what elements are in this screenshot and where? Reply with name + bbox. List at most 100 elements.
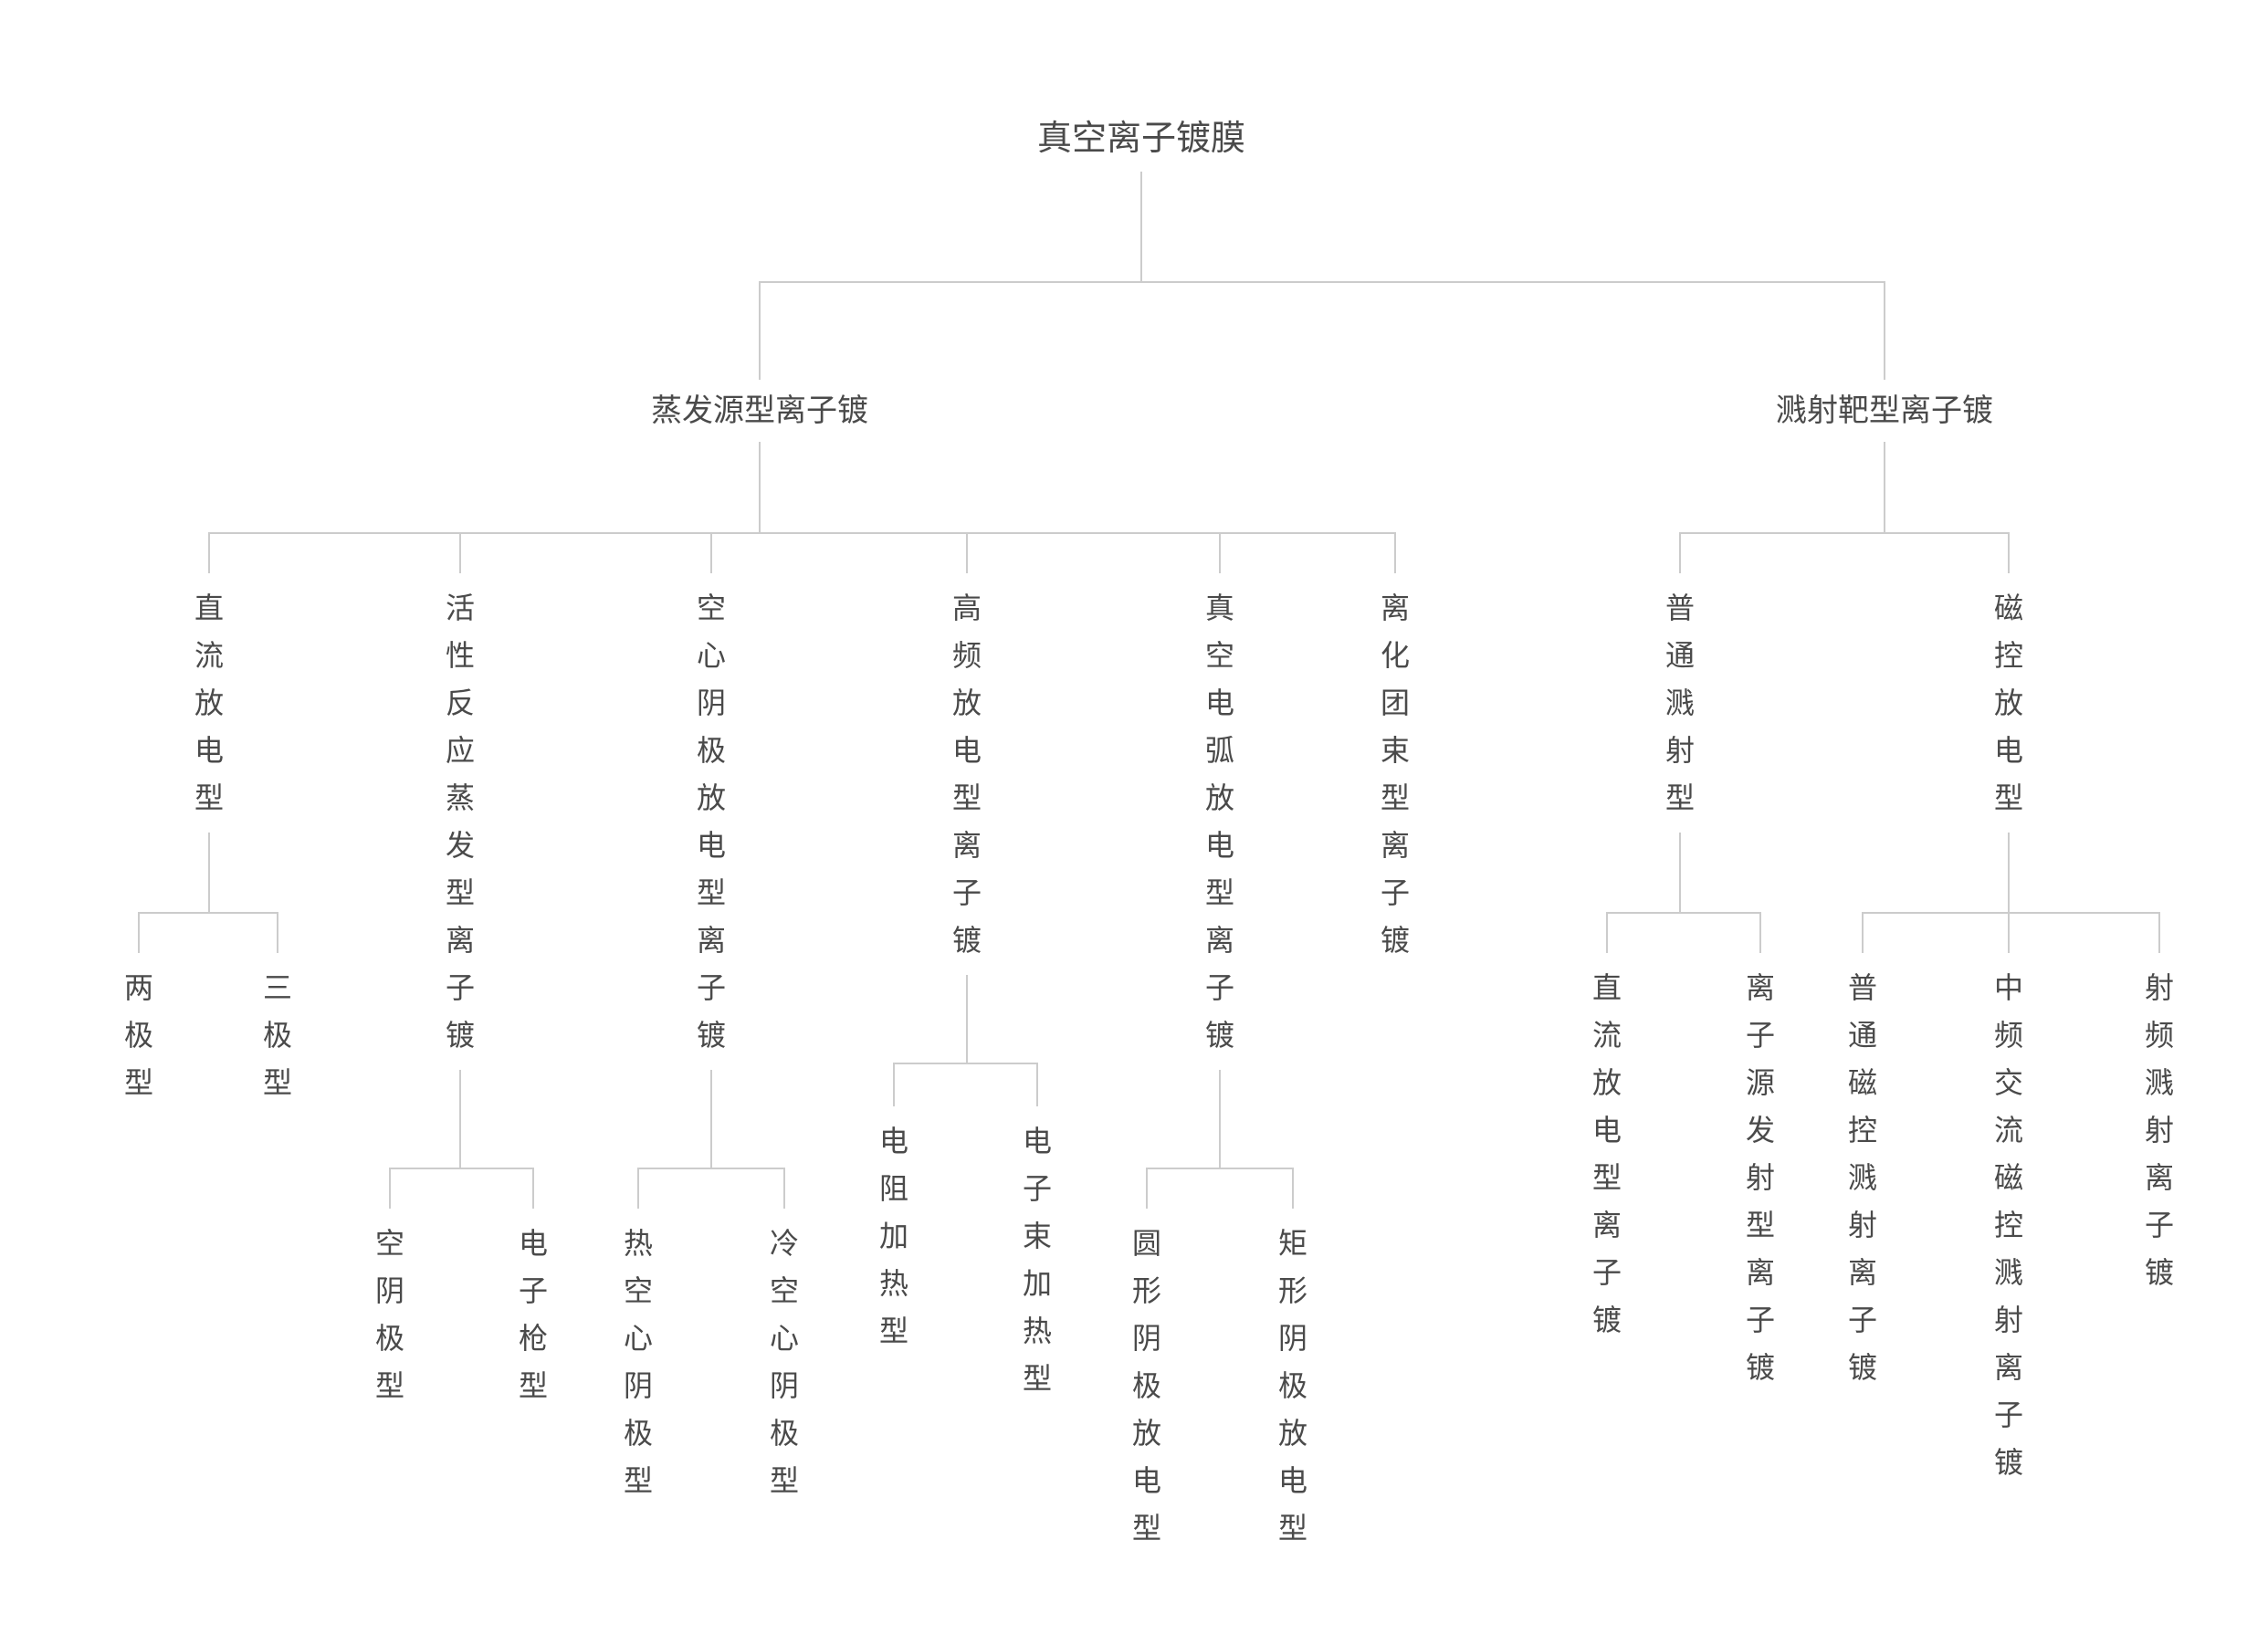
tree-node-char: 子 (1745, 1019, 1776, 1052)
tree-node-char: 控 (1993, 1209, 2024, 1241)
tree-node-char: 型 (1131, 1512, 1162, 1545)
tree-node-char: 子 (518, 1274, 549, 1307)
tree-node-char: 型 (951, 781, 982, 814)
tree-node: 直流放电型离子镀 (1592, 964, 1622, 1344)
tree-node: 普通溅射型 (1665, 584, 1695, 822)
tree-node-char: 型 (696, 876, 727, 909)
tree-node: 空阴极型 (375, 1220, 404, 1409)
tree-node-char: 阴 (696, 686, 727, 719)
tree-node-char: 磁 (1993, 592, 2024, 624)
tree-node-char: 型 (1745, 1209, 1776, 1241)
tree-node: 中频交流磁控溅射离子镀 (1994, 964, 2023, 1486)
tree-node-char: 束 (1380, 734, 1411, 767)
tree-node-char: 阴 (1277, 1322, 1308, 1355)
connector-line-vertical (1140, 172, 1142, 282)
tree-node-char: 极 (1277, 1369, 1308, 1402)
tree-node-char: 型 (1591, 1161, 1622, 1194)
tree-node: 高频放电型离子镀 (952, 584, 982, 964)
tree-node-char: 溅 (1847, 1161, 1878, 1194)
tree-node-char: 两 (123, 971, 154, 1004)
tree-node-char: 电 (951, 734, 982, 767)
tree-node-char: 型 (1993, 781, 2024, 814)
tree-node-char: 溅 (1993, 1256, 2024, 1289)
connector-line-vertical (389, 1168, 391, 1209)
tree-node-char: 射 (1847, 1209, 1878, 1241)
tree-node-char: 离 (445, 924, 476, 957)
tree-node: 矩形阴极放电型 (1278, 1220, 1307, 1552)
connector-line-vertical (532, 1168, 534, 1209)
connector-line-horizontal (138, 912, 278, 914)
tree-node-char: 三 (262, 971, 293, 1004)
tree-node-char: 化 (1380, 639, 1411, 672)
tree-node-char: 空 (374, 1227, 405, 1260)
tree-node-char: 空 (623, 1274, 654, 1307)
tree-node-char: 子 (1591, 1256, 1622, 1289)
tree-node-char: 空 (696, 592, 727, 624)
tree-node-char: 阴 (374, 1274, 405, 1307)
tree-node-char: 离 (1745, 1256, 1776, 1289)
tree-node-char: 频 (1993, 1019, 2024, 1052)
connector-line-horizontal (389, 1168, 534, 1169)
tree-node-char: 型 (518, 1369, 549, 1402)
tree-node: 离化团束型离子镀 (1381, 584, 1410, 964)
tree-node-char: 子 (1993, 1398, 2024, 1431)
tree-node-char: 极 (696, 734, 727, 767)
connector-line-vertical (208, 533, 210, 573)
tree-node-char: 流 (194, 639, 225, 672)
tree-node: 普通磁控溅射离子镀 (1848, 964, 1877, 1391)
tree-node-char: 放 (1591, 1066, 1622, 1099)
tree-node: 圆形阴极放电型 (1132, 1220, 1161, 1552)
tree-node-char: 阴 (1131, 1322, 1162, 1355)
tree-node-char: 热 (1022, 1315, 1053, 1347)
tree-node-char: 镀 (445, 1019, 476, 1052)
tree-node-char: 射 (1745, 1161, 1776, 1194)
tree-node-char: 电 (1131, 1464, 1162, 1497)
tree-node-char: 镀 (1204, 1019, 1235, 1052)
connector-line-vertical (759, 442, 761, 533)
tree-node-char: 控 (1847, 1114, 1878, 1147)
tree-node-char: 交 (1993, 1066, 2024, 1099)
tree-node-char: 应 (445, 734, 476, 767)
tree-node-char: 极 (374, 1322, 405, 1355)
tree-node-char: 电 (1022, 1125, 1053, 1157)
tree-node: 溅射靶型离子镀 (1776, 393, 1993, 428)
tree-node-char: 型 (1380, 781, 1411, 814)
tree-node-char: 溅 (2144, 1066, 2175, 1099)
tree-node-char: 型 (1664, 781, 1696, 814)
tree-node-char: 离 (1993, 1351, 2024, 1384)
tree-node-char: 子 (1022, 1172, 1053, 1205)
tree-node-char: 镀 (1380, 924, 1411, 957)
tree-node-char: 磁 (1847, 1066, 1878, 1099)
connector-line-vertical (1884, 282, 1885, 380)
tree-node-char: 活 (445, 592, 476, 624)
connector-line-vertical (710, 1070, 712, 1168)
tree-node-char: 离 (1204, 924, 1235, 957)
connector-line-horizontal (1146, 1168, 1294, 1169)
tree-node: 蒸发源型离子镀 (651, 393, 868, 428)
connector-line-vertical (1394, 533, 1396, 573)
connector-line-vertical (1219, 1070, 1221, 1168)
tree-node-char: 子 (1380, 876, 1411, 909)
connector-line-vertical (1759, 913, 1761, 953)
tree-node-char: 普 (1664, 592, 1696, 624)
tree-node-char: 子 (1745, 1304, 1776, 1336)
tree-node-char: 型 (1022, 1362, 1053, 1395)
tree-node-char: 子 (1847, 1304, 1878, 1336)
tree-node-char: 极 (623, 1417, 654, 1450)
tree-node-char: 镀 (1745, 1351, 1776, 1384)
tree-node-char: 团 (1380, 686, 1411, 719)
connector-line-horizontal (208, 532, 1396, 534)
tree-node-char: 频 (2144, 1019, 2175, 1052)
tree-node-char: 心 (696, 639, 727, 672)
tree-node-char: 射 (1993, 1304, 2024, 1336)
tree-node-char: 阻 (878, 1172, 909, 1205)
tree-node-char: 形 (1131, 1274, 1162, 1307)
tree-node-char: 矩 (1277, 1227, 1308, 1260)
tree-node-char: 心 (769, 1322, 800, 1355)
tree-node-char: 镀 (1847, 1351, 1878, 1384)
tree-node-char: 射 (1664, 734, 1696, 767)
tree-node-char: 阴 (769, 1369, 800, 1402)
connector-line-vertical (459, 533, 461, 573)
connector-line-vertical (2158, 913, 2160, 953)
tree-node-char: 放 (1993, 686, 2024, 719)
